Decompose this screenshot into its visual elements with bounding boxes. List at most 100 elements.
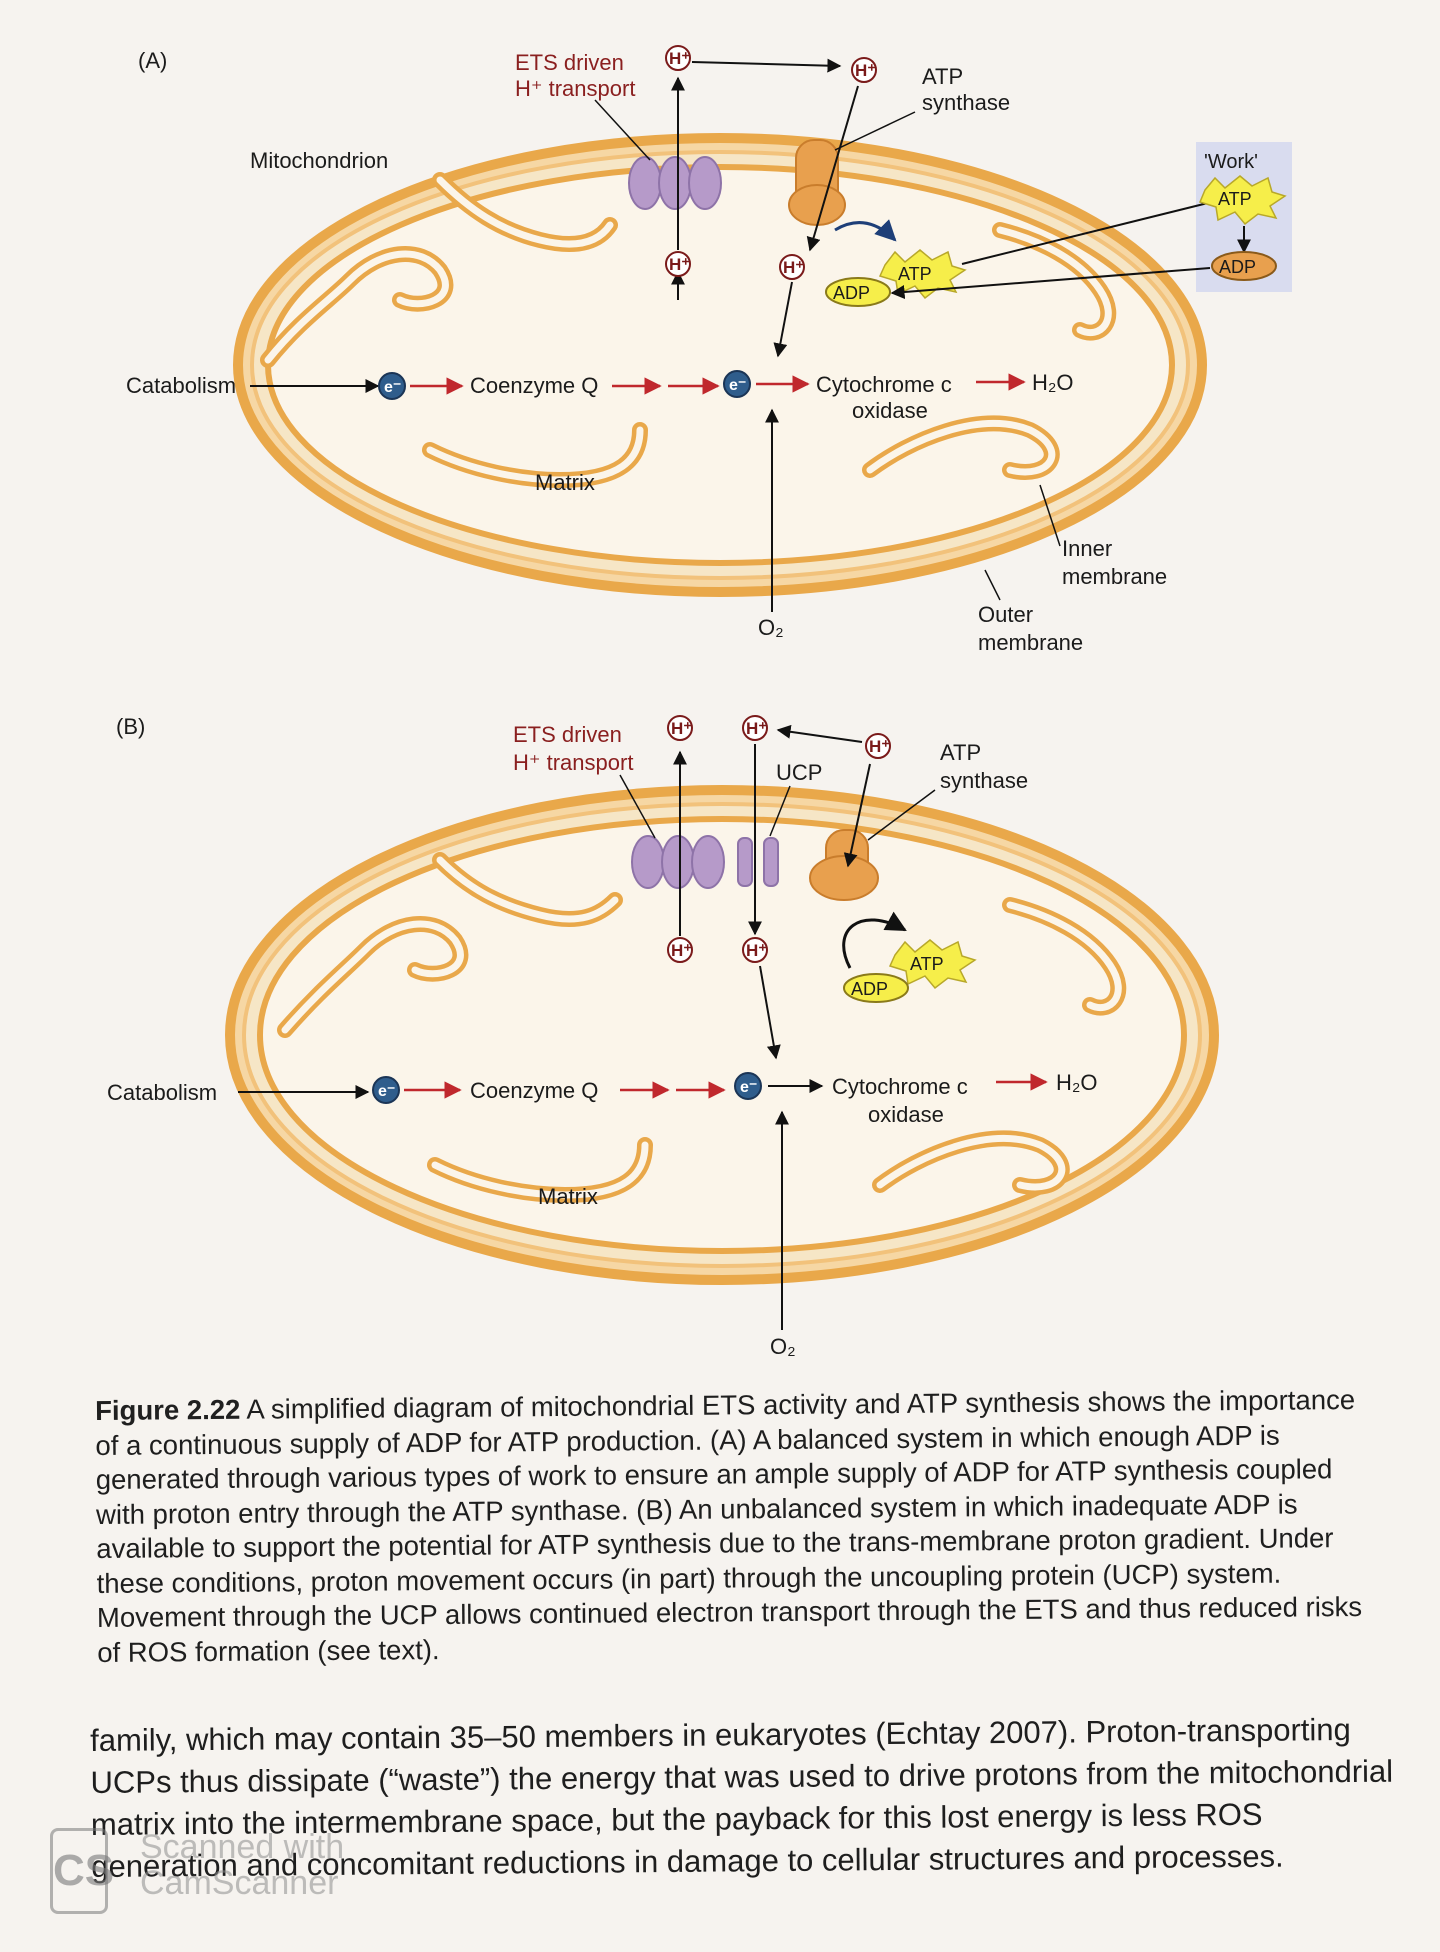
proton-to-cytochrome-arrow-b <box>759 965 781 1060</box>
atp-synthase-a <box>788 139 846 226</box>
camscanner-watermark: CS Scanned with CamScanner <box>50 1828 450 1928</box>
atp-synthase-leader-b <box>867 789 936 841</box>
svg-text:e⁻: e⁻ <box>740 1079 757 1096</box>
panel-a: (A) ' <box>126 45 1292 655</box>
svg-text:e⁻: e⁻ <box>384 379 401 396</box>
atp-synthase-leader-a <box>834 111 916 151</box>
figure-label: Figure 2.22 <box>95 1393 241 1426</box>
atp-burst-b: ATP <box>888 939 977 990</box>
o2-label-a: O₂ <box>758 615 784 640</box>
svg-text:ATP: ATP <box>898 264 932 284</box>
coenzyme-q-label-b: Coenzyme Q <box>470 1078 598 1103</box>
atp-synthase-label-b-1: ATP <box>940 740 981 765</box>
hplus-b-matrix-ucp: H⁺ <box>742 937 768 963</box>
svg-text:H⁺: H⁺ <box>869 737 890 756</box>
coenzyme-q-label-a: Coenzyme Q <box>470 373 598 398</box>
mitochondrion-label: Mitochondrion <box>250 148 388 173</box>
ets-label-a-2: H⁺ transport <box>515 76 635 101</box>
cytochrome-label-b-1: Cytochrome c <box>832 1074 968 1099</box>
ucp-label: UCP <box>776 760 822 785</box>
watermark-line-1: Scanned with <box>140 1828 345 1866</box>
hplus-b-ims-synthase: H⁺ <box>865 733 891 759</box>
ets-label-b-2: H⁺ transport <box>513 750 633 775</box>
matrix-label-b: Matrix <box>538 1184 598 1209</box>
atp-to-work-arrow <box>961 194 1230 265</box>
ets-complex-b <box>631 835 725 889</box>
hplus-a-ims-synthase: H⁺ <box>851 57 877 83</box>
o2-label-b: O₂ <box>770 1334 796 1359</box>
outer-membrane-label-1: Outer <box>978 602 1033 627</box>
svg-text:H⁺: H⁺ <box>855 61 876 80</box>
camscanner-logo: CS <box>50 1828 114 1914</box>
inner-membrane-leader <box>1039 484 1061 547</box>
svg-text:H⁺: H⁺ <box>669 49 690 68</box>
proton-to-cytochrome-arrow-a <box>773 281 793 358</box>
h2o-label-b: H₂O <box>1056 1070 1098 1095</box>
cytochrome-label-b-2: oxidase <box>868 1102 944 1127</box>
inner-membrane-label-1: Inner <box>1062 536 1112 561</box>
svg-text:ADP: ADP <box>1219 257 1256 277</box>
svg-text:H⁺: H⁺ <box>669 255 690 274</box>
hplus-a-matrix-ets: H⁺ <box>665 251 691 277</box>
panel-b: (B) ETS <box>107 714 1219 1359</box>
hplus-b-matrix-ets: H⁺ <box>667 937 693 963</box>
svg-text:e⁻: e⁻ <box>378 1083 395 1100</box>
ets-complex-a <box>628 156 722 210</box>
svg-text:ATP: ATP <box>910 954 944 974</box>
hplus-b-ims-ets: H⁺ <box>667 715 693 741</box>
proton-lateral-arrow-a <box>691 58 842 73</box>
electron-a-1: e⁻ <box>378 372 406 400</box>
svg-text:H⁺: H⁺ <box>671 941 692 960</box>
inner-membrane-label-2: membrane <box>1062 564 1167 589</box>
matrix-label-a: Matrix <box>535 470 595 495</box>
atp-synthesis-arrow-b <box>842 911 907 969</box>
hplus-b-ims-ucp: H⁺ <box>742 715 768 741</box>
mitochondrion-a <box>233 133 1207 597</box>
panel-b-label: (B) <box>116 714 145 739</box>
hplus-a-matrix-synthase: H⁺ <box>779 254 805 280</box>
atp-synthase-b <box>809 829 879 901</box>
catabolism-label-b: Catabolism <box>107 1080 217 1105</box>
adp-return-arrow <box>890 267 1211 299</box>
ucp-channel <box>737 837 779 887</box>
ucp-leader <box>769 785 791 837</box>
cytochrome-label-a-1: Cytochrome c <box>816 372 952 397</box>
work-label: 'Work' <box>1204 151 1258 173</box>
electron-a-2: e⁻ <box>723 370 751 398</box>
work-adp-oval: ADP <box>1211 251 1277 281</box>
catabolism-label-a: Catabolism <box>126 373 236 398</box>
figure-caption: Figure 2.22 A simplified diagram of mito… <box>95 1383 1387 1670</box>
electron-b-2: e⁻ <box>734 1072 762 1100</box>
atp-synthase-label-a-2: synthase <box>922 90 1010 115</box>
svg-text:ADP: ADP <box>851 979 888 999</box>
ets-label-a-1: ETS driven <box>515 50 624 75</box>
svg-text:H⁺: H⁺ <box>671 719 692 738</box>
hplus-a-ims-ets: H⁺ <box>665 45 691 71</box>
svg-text:H⁺: H⁺ <box>746 941 767 960</box>
proton-leak-arrow-b <box>776 724 863 743</box>
watermark-line-2: CamScanner <box>140 1864 339 1902</box>
svg-text:H⁺: H⁺ <box>746 719 767 738</box>
adp-oval-b: ADP <box>843 973 909 1003</box>
svg-text:H⁺: H⁺ <box>783 258 804 277</box>
ets-leader-a <box>594 99 651 161</box>
outer-membrane-leader <box>984 569 1001 601</box>
svg-text:e⁻: e⁻ <box>729 377 746 394</box>
cytochrome-label-a-2: oxidase <box>852 398 928 423</box>
adp-oval-a: ADP <box>825 277 891 307</box>
proton-down-synthase-arrow-b <box>843 763 871 868</box>
atp-synthase-label-b-2: synthase <box>940 768 1028 793</box>
mitochondrion-b <box>225 785 1219 1285</box>
panel-a-label: (A) <box>138 48 167 73</box>
outer-membrane-label-2: membrane <box>978 630 1083 655</box>
electron-b-1: e⁻ <box>372 1076 400 1104</box>
svg-text:ATP: ATP <box>1218 189 1252 209</box>
svg-text:ADP: ADP <box>833 283 870 303</box>
caption-text: A simplified diagram of mitochondrial ET… <box>95 1384 1363 1668</box>
ets-label-b-1: ETS driven <box>513 722 622 747</box>
work-atp-burst: ATP <box>1198 175 1287 226</box>
atp-synthase-label-a-1: ATP <box>922 64 963 89</box>
ets-leader-b <box>619 774 656 839</box>
proton-down-synthase-arrow-a <box>806 85 859 252</box>
